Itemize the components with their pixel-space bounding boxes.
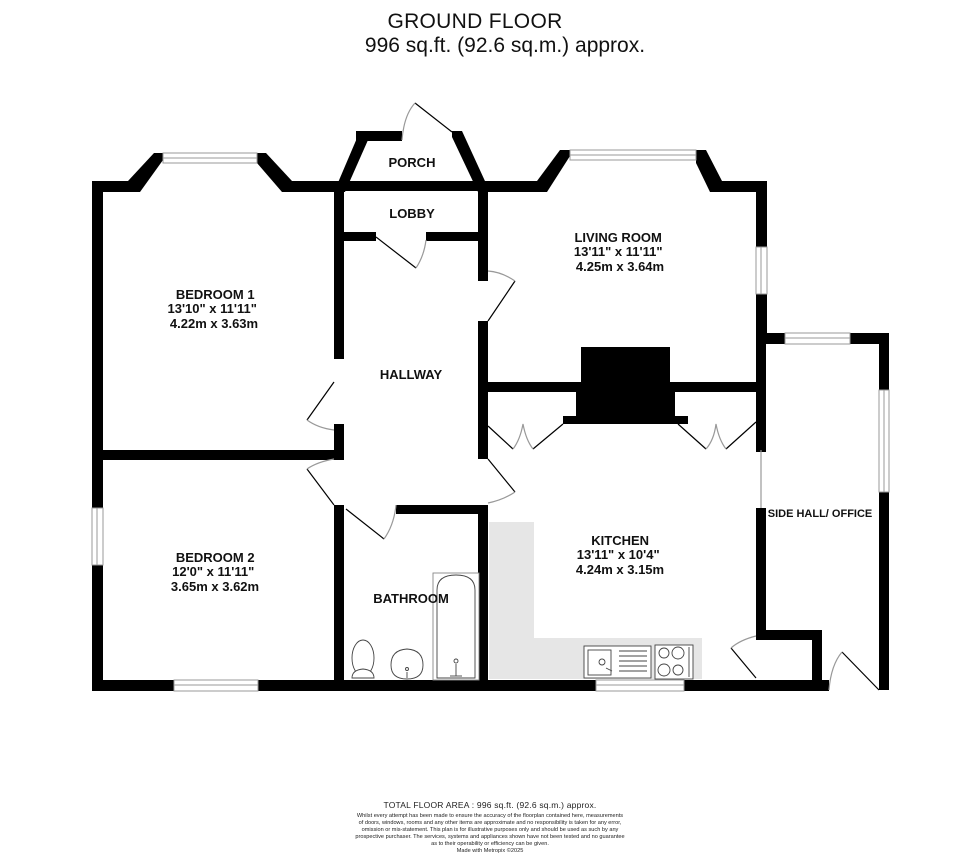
plan-header: GROUND FLOOR 996 sq.ft. (92.6 sq.m.) app… [0,10,980,58]
label-lobby: LOBBY [389,206,435,221]
disclaimer: Whilst every attempt has been made to en… [290,813,690,855]
label-kitchen: KITCHEN 13'11" x 10'4" 4.24m x 3.15m [576,533,664,577]
kitchen-counter [489,522,702,679]
doors [306,102,880,691]
bathroom-fixtures [351,572,480,681]
walls [92,131,889,691]
floor-title: GROUND FLOOR [387,10,563,33]
label-living: LIVING ROOM 13'11" x 11'11" 4.25m x 3.64… [574,230,666,274]
kitchen-fixtures [583,644,694,680]
disclaimer-line: as to their operability or efficiency ca… [431,841,549,847]
label-bedroom1: BEDROOM 1 13'10" x 11'11" 4.22m x 3.63m [168,287,261,331]
label-hallway: HALLWAY [380,367,443,382]
label-porch: PORCH [389,155,436,170]
label-sidehall: SIDE HALL/ OFFICE [768,508,873,520]
sink-icon [390,648,424,680]
floor-area: 996 sq.ft. (92.6 sq.m.) approx. [364,34,646,57]
made-with-credit: Made with Metropix ©2025 [456,848,524,854]
label-bedroom2: BEDROOM 2 12'0" x 11'11" 3.65m x 3.62m [171,550,259,594]
total-floor-area: TOTAL FLOOR AREA : 996 sq.ft. (92.6 sq.m… [383,800,597,810]
disclaimer-line: omission or mis-statement. This plan is … [361,827,619,833]
disclaimer-line: of doors, windows, rooms and any other i… [358,820,622,826]
room-labels: PORCH LOBBY HALLWAY BATHROOM SIDE HALL/ … [168,155,873,606]
disclaimer-line: prospective purchaser. The services, sys… [355,834,625,840]
disclaimer-line: Whilst every attempt has been made to en… [356,813,624,819]
plan-footer: TOTAL FLOOR AREA : 996 sq.ft. (92.6 sq.m… [290,800,690,855]
label-bathroom: BATHROOM [373,591,449,606]
windows [91,149,890,692]
